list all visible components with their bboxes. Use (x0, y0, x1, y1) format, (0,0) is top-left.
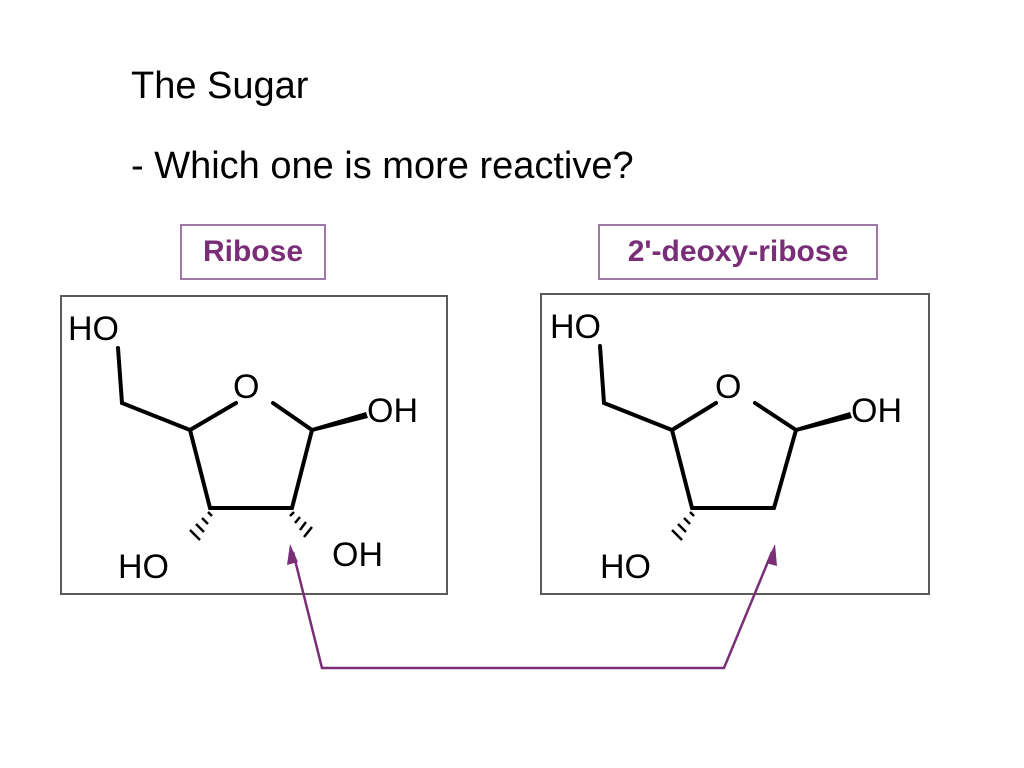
deoxyribose-bonds (598, 344, 798, 510)
deoxyribose-ho-bottom: HO (600, 548, 651, 586)
ribose-wedge-bond (312, 412, 368, 432)
deoxyribose-hash-bond (671, 511, 695, 541)
ribose-hash-bond-right (289, 511, 313, 538)
deoxyribose-wedge-bond (796, 412, 852, 432)
deoxyribose-ho-top: HO (550, 308, 601, 346)
arrow-head-left (287, 544, 298, 565)
ribose-ho-bottom: HO (118, 548, 169, 586)
deoxyribose-o-ring: O (715, 368, 741, 406)
ribose-o-ring: O (233, 368, 259, 406)
deoxyribose-label: 2'-deoxy-ribose (598, 224, 878, 280)
deoxyribose-oh-right: OH (851, 392, 902, 430)
ribose-oh-right: OH (367, 392, 418, 430)
ribose-bonds (116, 346, 314, 510)
ribose-oh-bottom: OH (332, 536, 383, 574)
deoxyribose-molecule: HO O OH HO (550, 308, 902, 586)
arrow-head-right (766, 544, 777, 566)
slide-title: The Sugar (131, 65, 309, 107)
ribose-structure-box (60, 295, 448, 595)
ribose-hash-bond-left (189, 511, 213, 541)
ribose-label: Ribose (180, 224, 326, 280)
comparison-arrow (287, 544, 777, 670)
ribose-molecule: HO O OH HO OH (68, 310, 418, 586)
ribose-ho-top: HO (68, 310, 119, 348)
arrow-connector-line (291, 551, 774, 670)
slide-question: - Which one is more reactive? (131, 145, 634, 187)
deoxyribose-structure-box (540, 293, 930, 595)
